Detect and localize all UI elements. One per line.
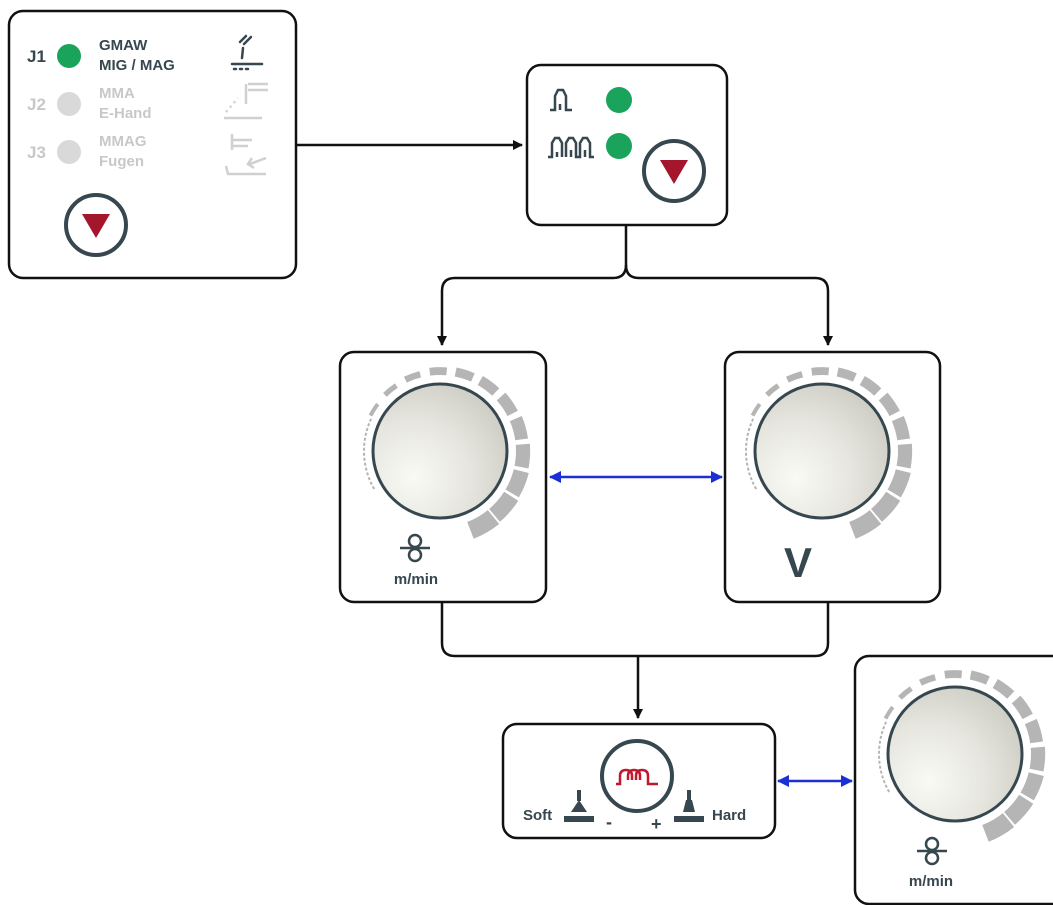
mode-id: J3 [27,143,46,162]
choke-panel: Soft - + Hard [501,722,777,840]
dial-segment [1003,794,1034,825]
gouging-icon [224,134,267,176]
dial-segment [811,367,830,376]
dial-segment [477,376,500,396]
dial-segment [488,491,519,522]
dial-segment [403,371,422,383]
voltage-label: V [784,539,812,586]
dial-segment [1020,772,1044,801]
mode-id: J1 [27,47,46,66]
down-triangle-button-icon [82,214,110,238]
connectors [297,140,833,718]
arrow-operating-to-wire-knob [437,225,628,346]
arrow-knobs-to-choke [440,602,830,718]
wire-feed-knob-panel: m/min [338,350,548,604]
dial-segment [944,670,963,679]
mode-name: MMAG [99,133,147,150]
status-led [57,44,81,68]
mode-item-j2[interactable]: J2 MMA E-Hand [27,82,268,122]
inductance-coil-icon [616,768,658,786]
status-led [57,140,81,164]
dial-segment [969,670,990,685]
dial-segment [368,402,380,417]
mode-subname: MIG / MAG [99,57,175,74]
dial-segment [750,402,762,417]
dial-segment [1024,719,1044,744]
op-item-2-step[interactable] [550,87,632,113]
dial-segment [454,367,475,382]
status-led [606,87,632,113]
choke-button[interactable] [600,739,674,813]
dial-lead-arc [363,418,376,490]
dial-segment [466,509,500,539]
operating-mode-panel [525,63,729,227]
4-step-icon [548,136,594,159]
dial-segment [848,509,882,539]
dial-scale [363,367,531,539]
dial-segment [891,416,911,441]
dial-segment [918,674,937,686]
dial-segment [878,392,900,417]
wire-feed-knob-panel-2: m/min [853,654,1053,905]
dial-segment [896,443,913,469]
dial-segment [429,367,448,376]
dial-lead-arc [878,721,891,793]
soft-label: Soft [523,807,552,824]
down-triangle-button-icon [660,160,688,184]
dial-segment [785,371,804,383]
operating-select-button[interactable] [642,139,706,203]
dial-segment [898,686,913,700]
mode-name: MMA [99,85,135,102]
minus-label: - [606,812,612,832]
arrow-operating-to-voltage-knob [624,264,833,346]
dial-segment [981,812,1015,842]
dial-segment [883,705,895,720]
mode-name: GMAW [99,37,148,54]
dial-segment [505,469,529,498]
voltage-knob-panel: V [723,350,942,604]
mode-item-j3[interactable]: J3 MMAG Fugen [27,133,267,176]
electrode-holder-icon [224,82,268,120]
dial-segment [496,392,518,417]
dial-segment [509,416,529,441]
dial-segment [836,367,857,382]
hard-label: Hard [712,807,746,824]
op-item-4-step[interactable] [548,133,632,159]
2-step-icon [550,88,572,112]
dial-segment [514,443,531,469]
dial-segment [859,376,882,396]
dial-scale [878,670,1046,842]
dial-segment [887,469,911,498]
dial-segment [1011,695,1033,720]
status-led [606,133,632,159]
mode-select-button[interactable] [64,193,128,257]
mode-id: J2 [27,95,46,114]
dial-scale [745,367,913,539]
mig-torch-icon [230,34,264,71]
dial-lead-arc [745,418,758,490]
wire-feed-knob-2[interactable] [886,685,1024,823]
dial-segment [1029,746,1046,772]
dial-segment [870,491,901,522]
unit-label: m/min [394,571,438,588]
mode-panel: J1 GMAW MIG / MAG J2 MMA E-Hand J3 [7,9,298,280]
unit-label: m/min [909,873,953,890]
mode-item-j1[interactable]: J1 GMAW MIG / MAG [27,34,264,74]
dial-segment [992,679,1015,699]
mode-subname: E-Hand [99,105,152,122]
wire-feed-rollers-icon [917,836,947,866]
hard-arc-icon [674,790,704,822]
voltage-knob[interactable] [753,382,891,520]
wire-feed-rollers-icon [400,533,430,563]
wire-feed-knob[interactable] [371,382,509,520]
plus-label: + [651,814,662,834]
mode-subname: Fugen [99,153,144,170]
dial-segment [765,383,780,397]
soft-arc-icon [564,790,594,822]
dial-segment [383,383,398,397]
status-led [57,92,81,116]
